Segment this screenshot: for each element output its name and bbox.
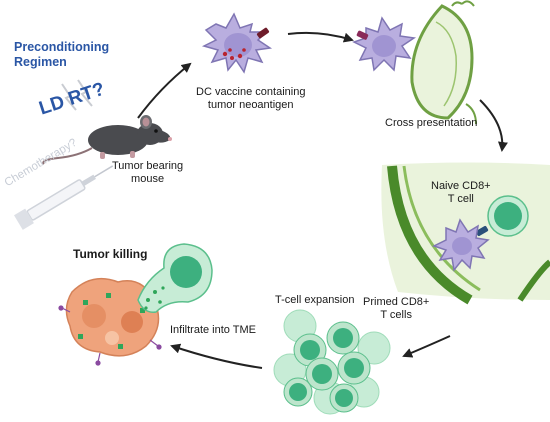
lymph-node-icon [410, 0, 477, 125]
tumor-killing-label: Tumor killing [73, 247, 148, 261]
arrow-expansion-to-tumor [170, 343, 263, 369]
infiltrate-label: Infiltrate into TME [170, 324, 256, 336]
primed-cd8-line-1: Primed CD8+ [363, 296, 430, 308]
naive-cd8-line-2: T cell [447, 193, 474, 205]
preconditioning-line-1: Preconditioning [14, 40, 110, 54]
dc-vaccine-line-1: DC vaccine containing [196, 86, 306, 98]
naive-cd8-label: Naive CD8+ T cell [431, 180, 491, 206]
mouse-label-line-1: Tumor bearing [112, 160, 184, 172]
arrow-dc-to-cross [287, 31, 354, 43]
t-cell-cluster-icon [273, 309, 391, 415]
dc-vaccine-line-2: tumor neoantigen [207, 99, 294, 111]
naive-cd8-line-1: Naive CD8+ [431, 180, 491, 192]
dc-vaccine-label: DC vaccine containing tumor neoantigen [196, 86, 305, 112]
radiation-icon [61, 79, 93, 111]
mouse-icon [42, 115, 172, 165]
flow-arrows [137, 31, 508, 369]
mouse-label: Tumor bearing mouse [112, 160, 183, 186]
killer-t-cell-icon [137, 243, 213, 313]
arrow-cross-to-node [479, 99, 508, 152]
preconditioning-regimen-label: Preconditioning Regimen [14, 40, 109, 70]
mouse-label-line-2: mouse [131, 173, 165, 185]
t-cell-expansion-label: T-cell expansion [275, 294, 355, 306]
primed-cd8-line-2: T cells [380, 309, 412, 321]
cross-presentation-label: Cross presentation [385, 117, 478, 129]
preconditioning-line-2: Regimen [14, 55, 67, 69]
arrow-node-to-expansion [402, 335, 451, 358]
dc-vaccine-icon [201, 12, 273, 74]
arrow-mouse-to-dc [137, 62, 192, 119]
primed-cd8-label: Primed CD8+ T cells [363, 296, 429, 322]
dc-closeup-icon [432, 218, 490, 272]
tumor-cell-icon [58, 277, 162, 366]
dc-presenting-icon [352, 16, 417, 72]
naive-t-cell-icon [475, 195, 529, 237]
syringe-icon [14, 165, 114, 230]
